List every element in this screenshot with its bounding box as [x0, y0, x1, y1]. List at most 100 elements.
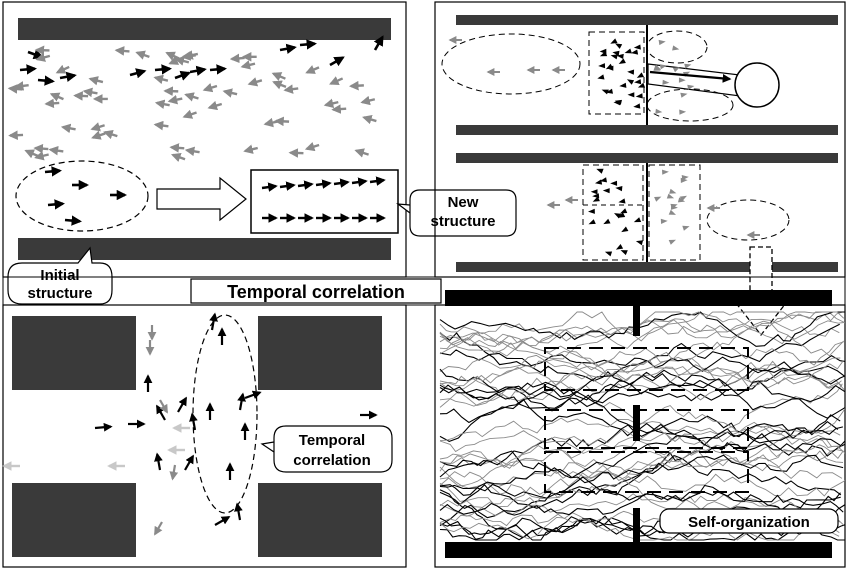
bottleneck-segment-2 [633, 405, 640, 441]
agent-arrow [19, 64, 37, 75]
new-structure-arrows [261, 176, 386, 223]
agent-marker [610, 180, 618, 186]
agent-arrow [274, 116, 290, 127]
trajectory-line [439, 368, 844, 446]
agent-arrow [154, 64, 172, 75]
upper-small-ellipse-bottom [646, 88, 734, 122]
agent-marker [619, 82, 627, 88]
trajectory-line [439, 435, 845, 479]
upper-cluster-box [588, 31, 645, 115]
initial-structure-ellipse [15, 160, 149, 232]
agent-arrow [47, 199, 65, 210]
agent-marker [597, 74, 605, 80]
agent-arrow [263, 117, 279, 128]
agent-marker [627, 92, 635, 98]
agent-arrow [189, 65, 207, 76]
agent-arrow [184, 454, 194, 471]
trajectory-line [439, 323, 840, 367]
trajectory-line [439, 311, 845, 342]
agent-marker [590, 189, 598, 195]
agent-marker [654, 196, 662, 202]
agent-marker [630, 49, 639, 55]
upper-left-ellipse [441, 33, 581, 95]
agent-arrow [44, 98, 60, 109]
agent-marker [596, 168, 604, 174]
trajectory-line [439, 311, 845, 347]
corridor-wall-top [18, 18, 391, 40]
agent-arrows-top-right [448, 36, 760, 257]
agent-marker [618, 58, 626, 64]
agent-arrow [180, 51, 196, 61]
agent-arrow [649, 70, 732, 83]
agent-marker [620, 250, 628, 256]
agent-arrow [237, 392, 246, 411]
agent-arrow [331, 104, 347, 114]
trajectory-line [439, 443, 844, 487]
agent-arrow [360, 95, 376, 106]
upper-small-ellipse-top [646, 30, 708, 64]
agent-marker [614, 213, 622, 219]
agent-marker [681, 175, 689, 181]
callout-self-organization-text: Self-organization [688, 514, 810, 531]
agent-arrow [229, 53, 245, 64]
trajectory-line [439, 441, 844, 477]
panel-bottom-left: Temporal correlation [2, 304, 407, 568]
agent-arrow [24, 149, 39, 159]
agent-marker [633, 103, 641, 109]
agent-marker [682, 225, 690, 231]
agent-arrow [169, 143, 185, 153]
agent-marker [610, 38, 618, 44]
agent-arrow [222, 88, 238, 98]
agent-arrow [184, 146, 200, 157]
agent-marker [604, 251, 613, 257]
trajectory-line [439, 360, 845, 407]
trajectory-line [439, 454, 842, 519]
agent-arrow [184, 92, 199, 102]
agent-marker [635, 93, 643, 99]
trajectory-line [439, 405, 841, 442]
agent-arrow [305, 65, 320, 74]
agent-arrow [244, 390, 262, 400]
trajectory-line [439, 379, 845, 411]
agent-marker [603, 218, 611, 225]
bottleneck-segment-1 [633, 306, 640, 336]
agent-marker [605, 63, 614, 70]
callout-initial-line1: Initial [40, 267, 79, 284]
agent-arrow [154, 99, 170, 109]
agent-marker [659, 64, 667, 70]
agent-arrow [202, 83, 218, 93]
callout-initial-structure [7, 246, 113, 305]
agent-arrows-top-left [7, 35, 384, 226]
agent-marker [637, 82, 646, 88]
agent-arrow [279, 43, 297, 54]
agent-arrow [214, 516, 231, 526]
trajectory-box-top [544, 347, 749, 391]
agent-arrow [60, 123, 76, 134]
panel-top-right [434, 1, 846, 337]
agent-arrow [37, 75, 55, 86]
agent-arrow [243, 144, 258, 154]
trajectory-line [439, 448, 844, 517]
agent-marker [655, 108, 663, 114]
agent-marker [662, 79, 670, 85]
agent-marker [615, 186, 623, 192]
lower-cluster-box-left [582, 164, 644, 261]
trajectory-line [439, 359, 844, 388]
agent-arrow [272, 80, 287, 90]
zoom-cone [647, 63, 741, 97]
trajectory-line [439, 372, 845, 419]
agent-arrow [103, 129, 118, 140]
agent-arrow [159, 399, 168, 414]
agent-arrow [271, 72, 286, 82]
callout-new-structure [395, 189, 517, 237]
agent-marker [678, 77, 686, 83]
callout-temporal-line2: correlation [293, 452, 371, 469]
agent-arrow [153, 120, 169, 131]
trajectory-wall-top [445, 290, 832, 306]
agent-marker [633, 44, 641, 50]
agent-arrow [283, 84, 299, 94]
middle-banner: Temporal correlation [2, 276, 846, 306]
agent-marker [599, 177, 607, 183]
agent-marker [595, 179, 603, 185]
agent-arrow [348, 80, 364, 91]
